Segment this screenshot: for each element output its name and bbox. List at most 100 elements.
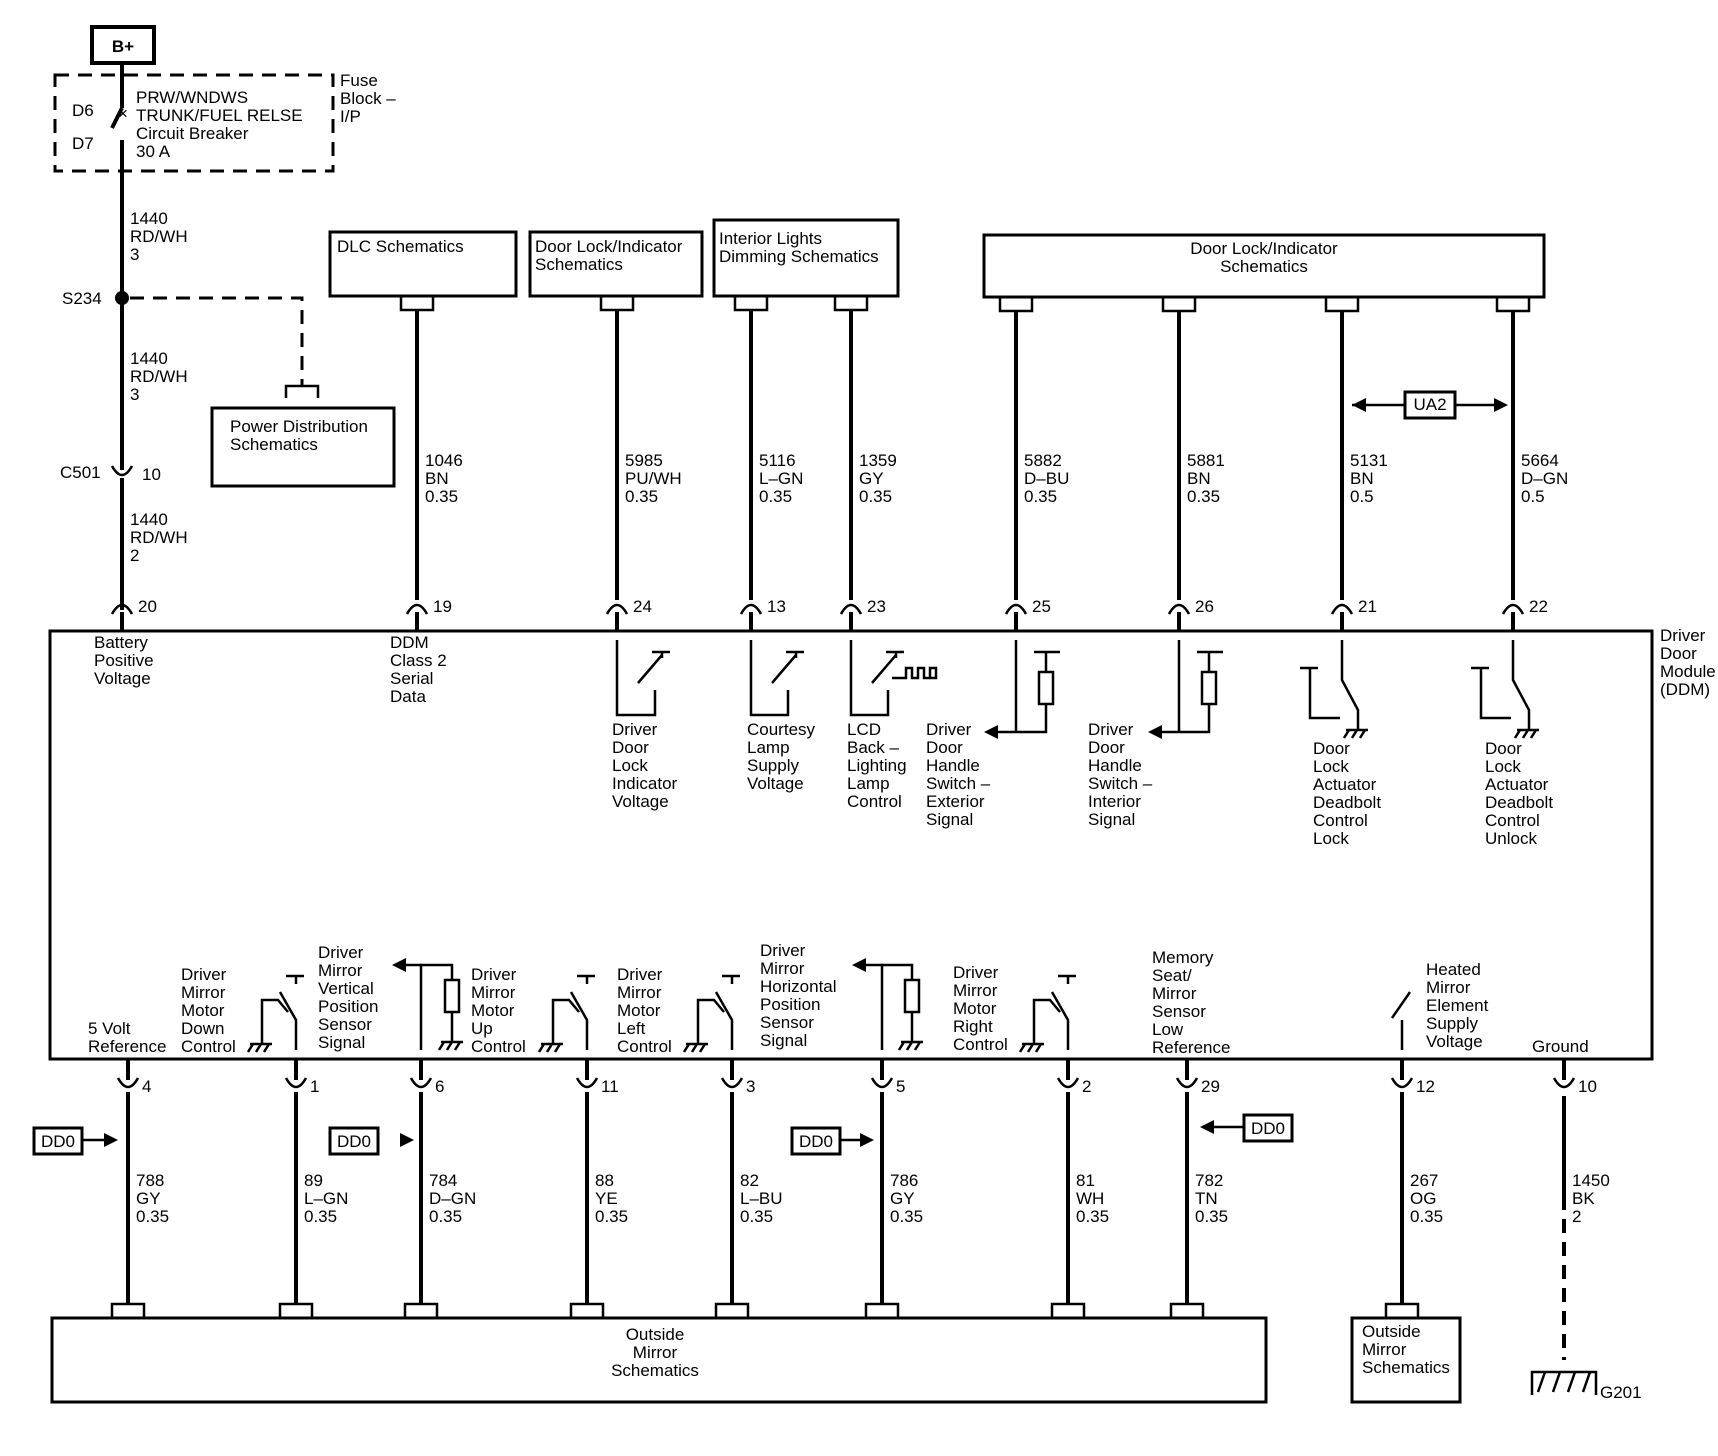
connector-c501-pin: 10 (142, 465, 161, 484)
harness-connector (833, 296, 869, 312)
top-pin-19: 19 (433, 597, 452, 616)
connector-c501-label: C501 (60, 463, 101, 482)
connector-terminal (1552, 1077, 1576, 1089)
dd0-arrows (82, 1120, 1244, 1147)
connector-terminal (1330, 603, 1354, 615)
bottom-pin-1: 1 (310, 1077, 319, 1096)
interior-lights-dimming-box (712, 218, 900, 298)
ua2-box (1403, 390, 1457, 420)
harness-connector (569, 1302, 605, 1318)
top-pin-22: 22 (1529, 597, 1548, 616)
harness-connector (864, 1302, 900, 1318)
connector-terminal (405, 603, 429, 615)
connector-terminal (1167, 603, 1191, 615)
dlc-schematics-label: DLC Schematics (337, 237, 464, 256)
breaker-contact (110, 107, 124, 129)
harness-connector (1050, 1302, 1086, 1318)
bottom-pin-2: 2 (1082, 1077, 1091, 1096)
ua2-label: UA2 (1413, 395, 1446, 414)
dd0-label: DD0 (41, 1132, 75, 1151)
dd0-box (790, 1126, 842, 1156)
top-pin-13: 13 (767, 597, 786, 616)
harness-connector (399, 296, 435, 312)
circuit-wires (110, 296, 1576, 1318)
connector-terminal (720, 1077, 744, 1089)
connector-terminal (870, 1077, 894, 1089)
bottom-pin-11: 11 (601, 1077, 619, 1096)
harness-connector (1495, 297, 1531, 313)
door-lock-indicator-box-1 (528, 230, 704, 298)
harness-connector (733, 296, 769, 312)
splice-s234 (115, 291, 129, 305)
top-pin-26: 26 (1195, 597, 1214, 616)
static-wiring (48, 25, 1654, 1404)
door-lock-indicator-box-2 (982, 233, 1546, 299)
bottom-pin-29: 29 (1201, 1077, 1220, 1096)
harness-connector (599, 296, 635, 312)
connector-terminal (110, 603, 134, 615)
connector-terminal (1175, 1077, 1199, 1089)
power-distribution-box (210, 406, 396, 488)
harness-connector (1384, 1302, 1420, 1318)
bottom-circuit-label-10: Ground (1532, 1037, 1589, 1056)
harness-connector (278, 1302, 314, 1318)
ground-symbol (1530, 1370, 1598, 1395)
bottom-pin-5: 5 (896, 1077, 905, 1096)
dd0-label: DD0 (1251, 1119, 1285, 1138)
harness-connector (714, 1302, 750, 1318)
connector-terminal (1390, 1077, 1414, 1089)
harness-connector (1324, 297, 1360, 313)
harness-connector (1161, 297, 1197, 313)
dd0-box (32, 1126, 84, 1156)
fuse-pin-d6: D6 (72, 101, 94, 120)
connector-terminal (739, 603, 763, 615)
fuse-pin-d7: D7 (72, 134, 94, 153)
harness-connector (403, 1302, 439, 1318)
top-pin-25: 25 (1032, 597, 1051, 616)
connector-terminal (1056, 1077, 1080, 1089)
breaker-mark: × (118, 104, 128, 123)
bottom-pin-6: 6 (435, 1077, 444, 1096)
connector-terminal (1004, 603, 1028, 615)
dlc-schematics-box (328, 230, 518, 298)
connector-terminal (1501, 603, 1525, 615)
connector-terminal (409, 1077, 433, 1089)
bplus-label: B+ (112, 37, 134, 56)
outside-mirror-schematics-box-2 (1350, 1316, 1462, 1404)
dd0-label: DD0 (799, 1132, 833, 1151)
connector-terminal (605, 603, 629, 615)
harness-connector (998, 297, 1034, 313)
internal-switches-top (615, 640, 1539, 739)
